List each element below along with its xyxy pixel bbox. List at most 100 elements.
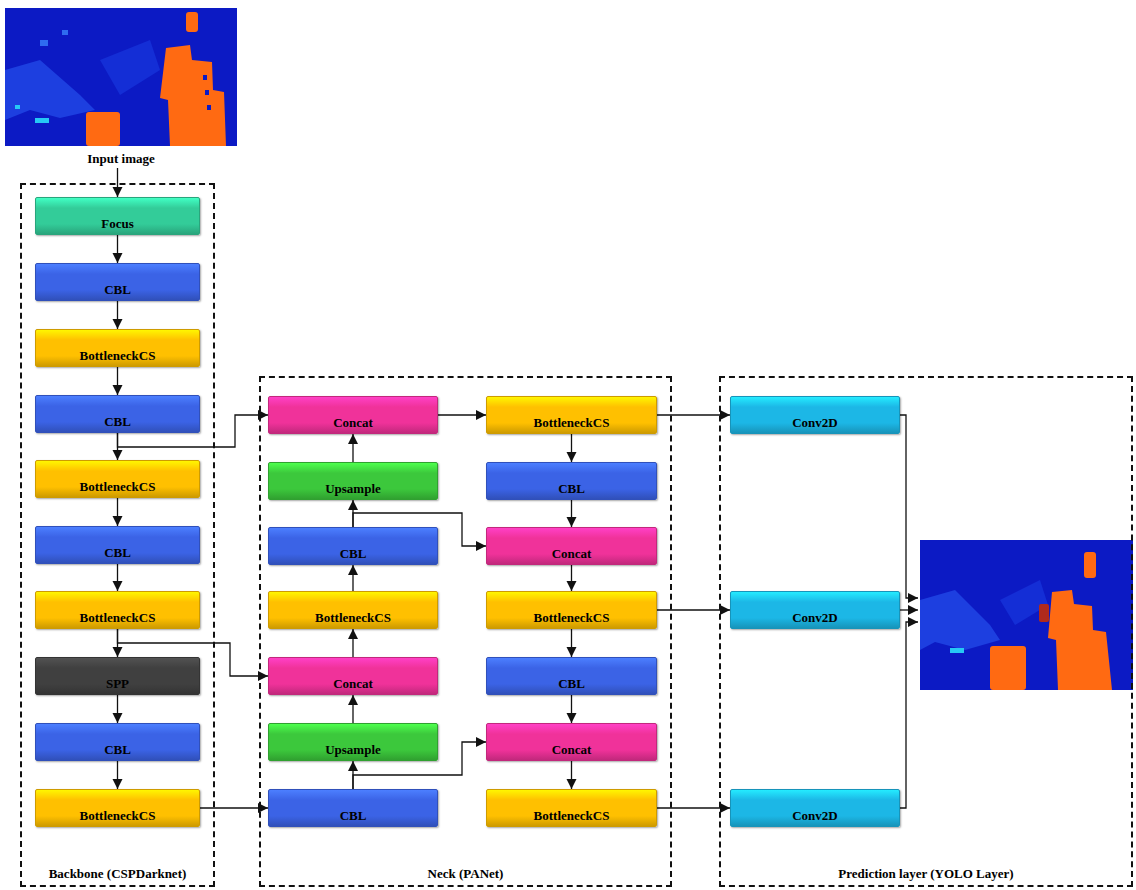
block-label: CBL bbox=[487, 482, 656, 496]
connector-arrow bbox=[200, 807, 268, 808]
block-label: BottleneckCS bbox=[269, 611, 437, 625]
connector-arrow bbox=[571, 761, 572, 789]
input-image-picture bbox=[5, 8, 237, 146]
block-label: Conv2D bbox=[731, 809, 899, 823]
layer-block: CBL bbox=[268, 789, 438, 827]
output-wire bbox=[893, 415, 918, 598]
layer-block: BottleneckCS bbox=[35, 329, 200, 367]
connector-arrow bbox=[352, 629, 353, 657]
layer-block: Concat bbox=[268, 396, 438, 434]
layer-block: BottleneckCS bbox=[35, 460, 200, 498]
layer-block: Concat bbox=[268, 657, 438, 695]
block-label: Concat bbox=[269, 416, 437, 430]
group-panel: Neck (PANet)ConcatUpsampleCBLBottleneckC… bbox=[259, 376, 672, 887]
layer-block: BottleneckCS bbox=[35, 591, 200, 629]
image-spot bbox=[950, 648, 964, 653]
block-label: BottleneckCS bbox=[487, 611, 656, 625]
layer-block: CBL bbox=[486, 462, 657, 500]
image-ground bbox=[920, 540, 1133, 690]
layer-block: Focus bbox=[35, 197, 200, 235]
layer-block: Conv2D bbox=[730, 591, 900, 629]
layer-block: CBL bbox=[35, 395, 200, 433]
image-object bbox=[160, 45, 226, 146]
block-label: Focus bbox=[36, 217, 199, 231]
layer-block: CBL bbox=[35, 263, 200, 301]
layer-block: Conv2D bbox=[730, 789, 900, 827]
layer-block: BottleneckCS bbox=[486, 789, 657, 827]
layer-block: Concat bbox=[486, 723, 657, 761]
block-label: Concat bbox=[487, 743, 656, 757]
output-image-picture bbox=[920, 540, 1133, 690]
layer-block: CBL bbox=[35, 723, 200, 761]
image-region bbox=[100, 40, 160, 95]
connector-arrow bbox=[352, 565, 353, 591]
layer-block: BottleneckCS bbox=[486, 396, 657, 434]
connector-arrow bbox=[117, 367, 118, 395]
block-label: Upsample bbox=[269, 743, 437, 757]
connector-arrow bbox=[571, 695, 572, 723]
group-panel: Prediction layer (YOLO Layer) Conv2D Conv2… bbox=[719, 376, 1133, 887]
connector-arrow bbox=[438, 414, 486, 415]
layer-block: CBL bbox=[486, 657, 657, 695]
connector-arrow bbox=[117, 761, 118, 789]
block-label: Concat bbox=[269, 677, 437, 691]
image-spot bbox=[205, 90, 209, 95]
layer-block: Upsample bbox=[268, 723, 438, 761]
layer-block: CBL bbox=[35, 526, 200, 564]
connector-arrow bbox=[352, 434, 353, 462]
block-label: CBL bbox=[269, 547, 437, 561]
group-heading: Neck (PANet) bbox=[261, 866, 670, 882]
image-spot bbox=[15, 105, 20, 109]
block-label: Conv2D bbox=[731, 611, 899, 625]
block-label: CBL bbox=[269, 809, 437, 823]
image-region bbox=[5, 60, 95, 120]
block-label: BottleneckCS bbox=[487, 416, 656, 430]
block-label: SPP bbox=[36, 677, 199, 691]
layer-block: BottleneckCS bbox=[486, 591, 657, 629]
block-label: BottleneckCS bbox=[36, 480, 199, 494]
block-label: Conv2D bbox=[731, 416, 899, 430]
group-heading: Prediction layer (YOLO Layer) bbox=[721, 866, 1131, 882]
connector-arrow bbox=[352, 695, 353, 723]
connector-arrow bbox=[117, 301, 118, 329]
connector-arrow bbox=[117, 695, 118, 723]
connector-arrow bbox=[117, 235, 118, 263]
block-label: BottleneckCS bbox=[36, 611, 199, 625]
output-wire bbox=[893, 622, 918, 808]
image-spot bbox=[62, 30, 68, 35]
image-region bbox=[920, 590, 1000, 650]
image-spot bbox=[40, 40, 48, 46]
block-label: CBL bbox=[487, 677, 656, 691]
connector-arrow bbox=[117, 564, 118, 591]
connector-arrow bbox=[571, 500, 572, 527]
image-ground bbox=[5, 8, 237, 146]
block-label: Concat bbox=[487, 547, 656, 561]
layer-block: Upsample bbox=[268, 462, 438, 500]
block-label: CBL bbox=[36, 415, 199, 429]
group-panel: Backbone (CSPDarknet) FocusCBL BottleneckC… bbox=[20, 183, 215, 887]
image-object bbox=[1048, 590, 1112, 690]
group-heading: Backbone (CSPDarknet) bbox=[22, 866, 213, 882]
block-label: CBL bbox=[36, 743, 199, 757]
image-spot bbox=[35, 118, 49, 123]
connector-arrow bbox=[571, 434, 572, 462]
layer-block: Conv2D bbox=[730, 396, 900, 434]
connector-arrow bbox=[117, 498, 118, 526]
layer-block: CBL bbox=[268, 527, 438, 565]
block-label: BottleneckCS bbox=[36, 349, 199, 363]
block-label: BottleneckCS bbox=[487, 809, 656, 823]
layer-block: BottleneckCS bbox=[35, 789, 200, 827]
image-object bbox=[86, 112, 120, 146]
image-object bbox=[1084, 552, 1096, 578]
image-caption: Input image bbox=[5, 151, 237, 167]
block-label: CBL bbox=[36, 283, 199, 297]
image-object bbox=[186, 12, 198, 32]
block-label: BottleneckCS bbox=[36, 809, 199, 823]
layer-block: SPP bbox=[35, 657, 200, 695]
image-spot bbox=[207, 105, 211, 110]
image-node: Input image bbox=[5, 8, 237, 168]
detection-mark bbox=[1039, 604, 1049, 622]
block-label: Upsample bbox=[269, 482, 437, 496]
